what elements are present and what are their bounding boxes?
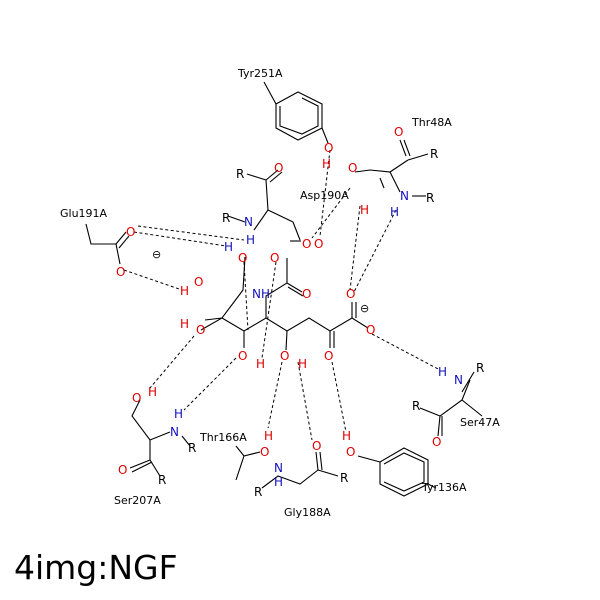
- atom-h: H: [224, 240, 233, 254]
- residue-label-glu191: Glu191A: [60, 207, 108, 220]
- atom-h: H: [246, 233, 255, 247]
- atom-r: R: [430, 147, 438, 161]
- residue-label-tyr251: Tyr251A: [237, 67, 283, 80]
- atom-o: O: [432, 435, 441, 449]
- atom-n: N: [244, 215, 253, 229]
- atom-o: O: [346, 287, 355, 301]
- ligand-bonds: [200, 256, 369, 351]
- atom-o: O: [274, 161, 283, 175]
- atom-o: O: [196, 323, 205, 337]
- atom-n: N: [454, 373, 463, 387]
- atom-o: O: [324, 141, 333, 155]
- charge-symbol: ⊖: [360, 302, 369, 315]
- atom-o: O: [366, 323, 375, 337]
- atom-h: H: [322, 157, 331, 171]
- atom-h: H: [438, 365, 447, 379]
- atom-o: O: [312, 439, 321, 453]
- atom-o: O: [348, 161, 357, 175]
- atom-n: N: [274, 461, 283, 475]
- atom-r: R: [222, 211, 230, 225]
- atom-n: N: [170, 425, 179, 439]
- residue-labels: Tyr251A Thr48A Asp190A Glu191A Ser47A Th…: [60, 67, 500, 519]
- atom-o: O: [126, 225, 135, 239]
- charge-symbol: ⊖: [152, 248, 161, 261]
- residue-label-asp190: Asp190A: [300, 189, 349, 202]
- atom-n: N: [400, 189, 409, 203]
- atom-r: R: [236, 167, 244, 181]
- atom-o: O: [194, 275, 203, 289]
- atom-h: H: [390, 205, 399, 219]
- atom-nh: NH: [252, 287, 270, 301]
- atom-o: O: [280, 349, 289, 363]
- atom-h: H: [360, 203, 369, 217]
- atom-r: R: [426, 191, 434, 205]
- residue-label-ser207: Ser207A: [114, 494, 161, 507]
- atom-labels: O H O R R N H H O O O O O H N H R O R O …: [116, 125, 484, 499]
- residue-label-thr166: Thr166A: [199, 431, 247, 444]
- residue-label-ser47: Ser47A: [460, 416, 500, 429]
- atom-h: H: [264, 429, 273, 443]
- atom-h: H: [180, 317, 189, 331]
- atom-o: O: [132, 391, 141, 405]
- atom-o: O: [238, 251, 247, 265]
- caption: 4img:NGF: [14, 548, 178, 587]
- residue-label-thr48: Thr48A: [411, 116, 452, 129]
- atom-o: O: [324, 349, 333, 363]
- atom-o: O: [260, 445, 269, 459]
- atom-h: H: [274, 475, 283, 489]
- atom-r: R: [158, 473, 166, 487]
- atom-h: H: [342, 429, 351, 443]
- residue-label-tyr136: Tyr136A: [421, 481, 467, 494]
- atom-h: H: [298, 357, 307, 371]
- atom-o: O: [118, 463, 127, 477]
- atom-h: H: [180, 284, 189, 298]
- atom-o: O: [346, 445, 355, 459]
- atom-o: O: [314, 237, 323, 251]
- atom-o: O: [238, 349, 247, 363]
- hydrogen-bonds: [123, 149, 441, 441]
- atom-o: O: [270, 251, 279, 265]
- atom-h: H: [256, 357, 265, 371]
- atom-r: R: [188, 441, 196, 455]
- residue-label-gly188: Gly188A: [284, 506, 331, 519]
- atom-o: O: [302, 237, 311, 251]
- atom-o: O: [116, 265, 125, 279]
- atom-h: H: [174, 407, 183, 421]
- atom-o: O: [302, 287, 311, 301]
- atom-o: O: [394, 125, 403, 139]
- atom-r: R: [254, 485, 262, 499]
- atom-r: R: [340, 471, 348, 485]
- residue-bonds: [85, 81, 483, 497]
- atom-h: H: [148, 385, 157, 399]
- atom-r: R: [412, 399, 420, 413]
- atom-r: R: [476, 361, 484, 375]
